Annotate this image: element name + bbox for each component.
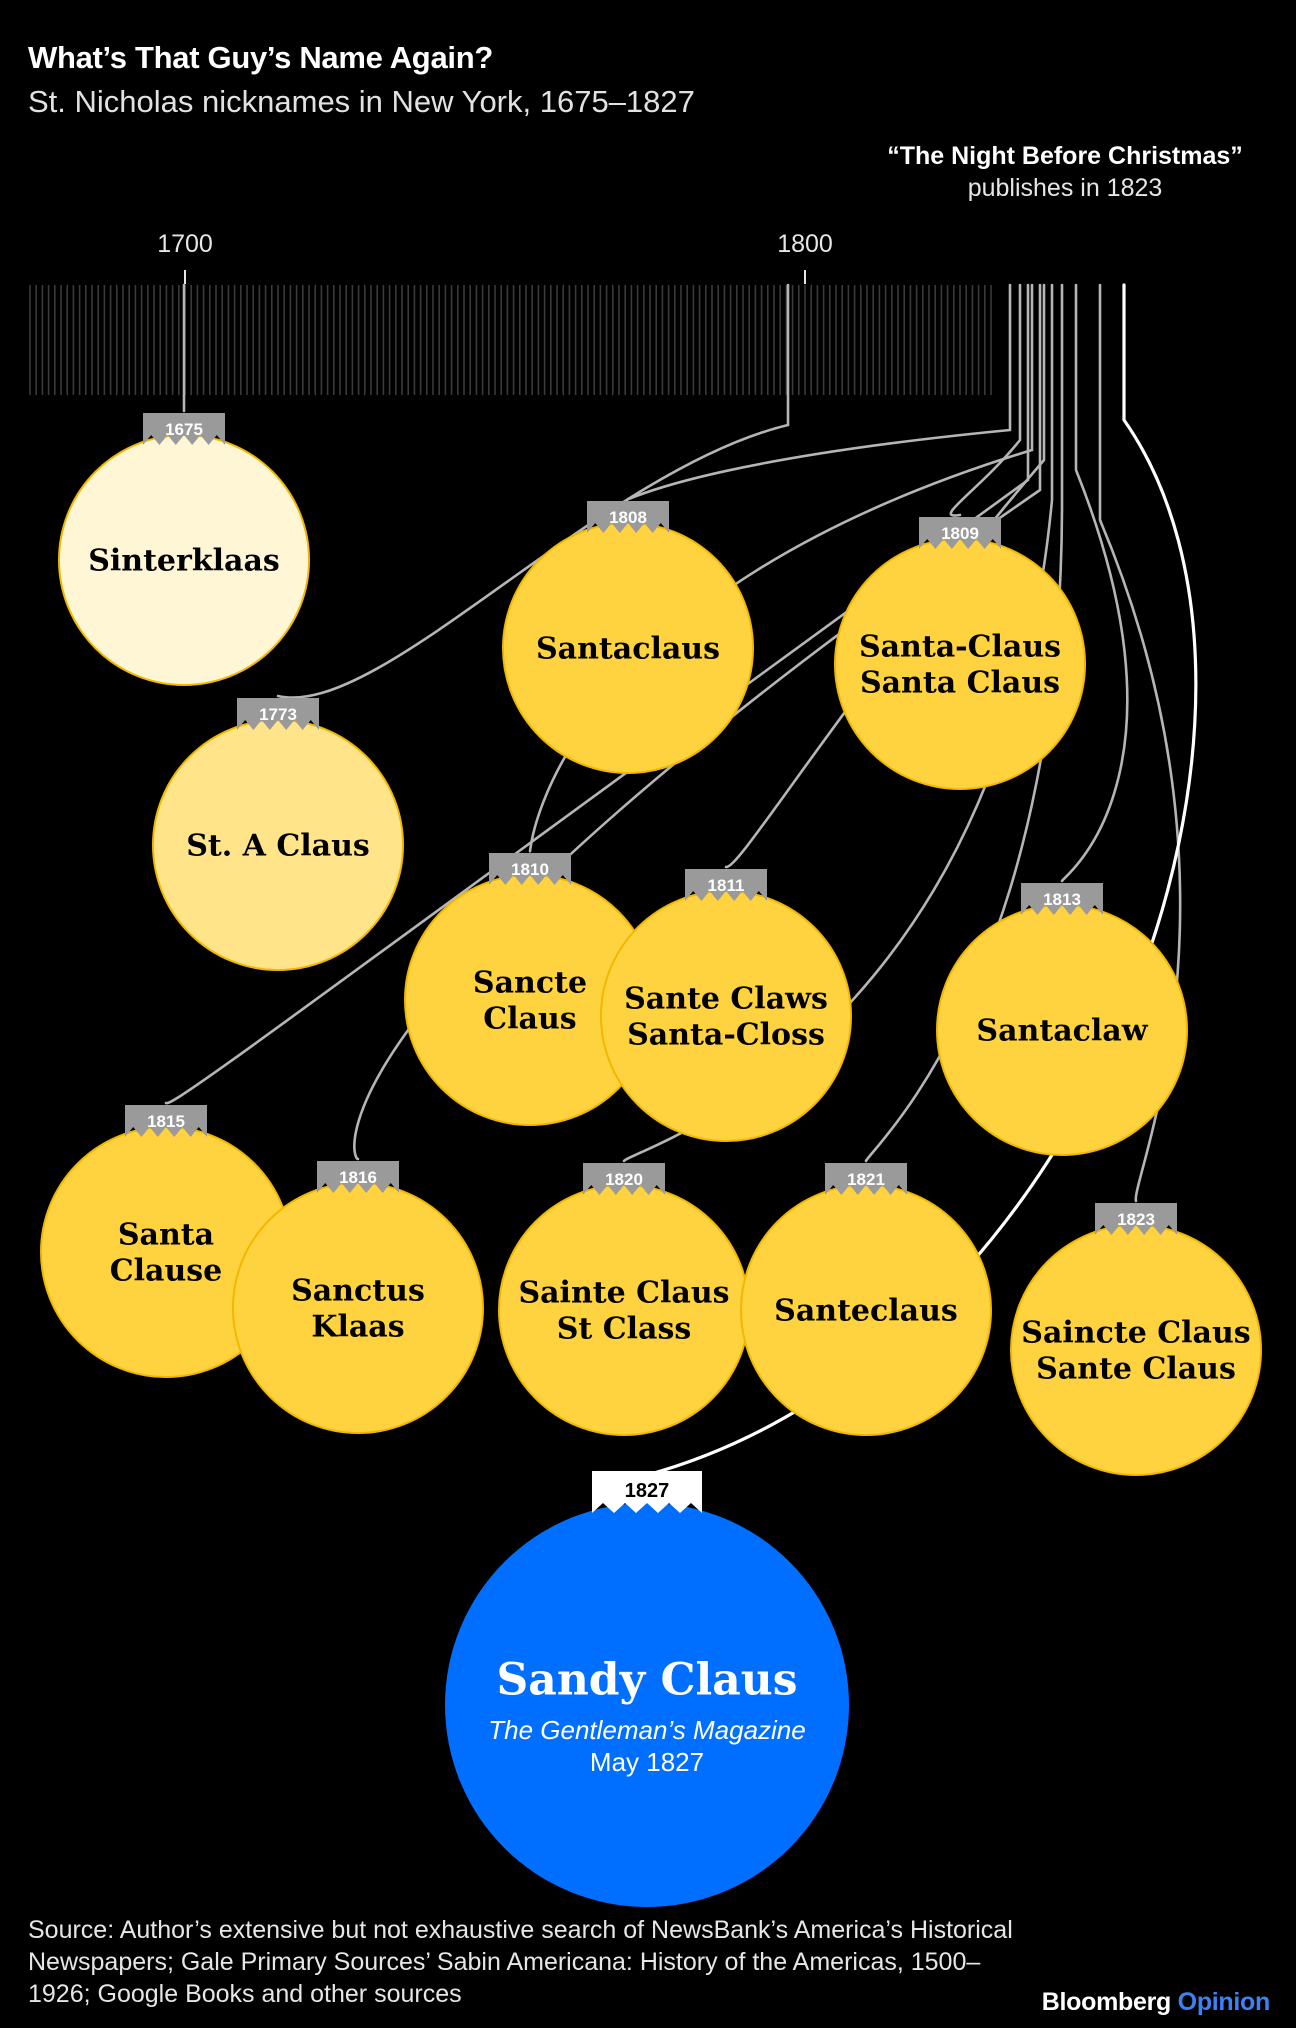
ornament-name-1823-0: Saincte Claus (1021, 1316, 1250, 1351)
ornament-name-1810-0: Sancte (473, 966, 587, 1001)
ornament-year-1827: 1827 (625, 1480, 670, 1502)
ornament-cap-1808 (587, 501, 669, 533)
chart-title: What’s That Guy’s Name Again? (28, 40, 493, 75)
ornament-name-1827-0: Sandy Claus (497, 1654, 798, 1705)
ornament-cap-1813 (1021, 883, 1103, 915)
connector-1773 (276, 283, 790, 699)
ornament-name-1820-0: Sainte Claus (518, 1276, 729, 1311)
ornament-name-1815-0: Santa (118, 1218, 214, 1253)
ornament-cap-1823 (1095, 1203, 1177, 1235)
ornament-name-1773-0: St. A Claus (186, 829, 370, 864)
ornament-year-1821: 1821 (847, 1170, 885, 1189)
ornament-source-date: May 1827 (590, 1747, 704, 1777)
chart-subtitle: St. Nicholas nicknames in New York, 1675… (28, 84, 695, 119)
ornament-cap-1810 (489, 853, 571, 885)
ornament-cap-1820 (583, 1163, 665, 1195)
connector-1813 (1060, 283, 1129, 883)
axis-labels: 1700 1800 (157, 230, 833, 284)
ornament-name-1820-1: St Class (557, 1312, 691, 1347)
ornament-name-1810-1: Claus (483, 1002, 576, 1037)
ornament-name-1808-0: Santaclaus (536, 632, 720, 667)
ornament-year-1816: 1816 (339, 1168, 377, 1187)
ornament-year-1811: 1811 (708, 876, 745, 895)
ornament-year-1773: 1773 (259, 705, 297, 724)
ornament-year-1820: 1820 (605, 1170, 643, 1189)
source-note: Source: Author’s extensive but not exhau… (28, 1916, 1013, 2008)
ornament-name-1811-0: Sante Claws (624, 982, 828, 1017)
ornament-source-title: The Gentleman’s Magazine (488, 1715, 805, 1745)
ornament-name-1823-1: Sante Claus (1036, 1352, 1236, 1387)
ornament-year-1810: 1810 (511, 860, 549, 879)
ornament-cap-1675 (143, 413, 225, 445)
ornament-cap-1821 (825, 1163, 907, 1195)
ornament-name-1815-1: Clause (110, 1254, 223, 1289)
ornament-cap-1827 (592, 1471, 702, 1513)
connector-1815 (164, 283, 1030, 1105)
ornament-name-1816-1: Klaas (311, 1310, 404, 1345)
annotation-line-2: publishes in 1823 (967, 174, 1163, 202)
axis-label-1800: 1800 (777, 230, 833, 258)
axis-label-1700: 1700 (157, 230, 213, 258)
ornament-year-1813: 1813 (1043, 890, 1081, 909)
annotation-line-1: “The Night Before Christmas” (887, 142, 1243, 170)
ornament-name-1809-1: Santa Claus (860, 666, 1060, 701)
ornament-year-1815: 1815 (147, 1112, 185, 1131)
connector-1808 (626, 283, 1012, 501)
ornament-ball-1827 (445, 1503, 849, 1907)
connector-1809 (949, 283, 1022, 517)
ornament-year-1809: 1809 (941, 524, 979, 543)
ornament-year-1808: 1808 (609, 508, 647, 527)
ornament-name-1813-0: Santaclaw (976, 1014, 1148, 1049)
ornament-cap-1816 (317, 1161, 399, 1193)
ornament-year-1823: 1823 (1117, 1210, 1155, 1229)
ornament-cap-1809 (919, 517, 1001, 549)
brand-sub: Opinion (1177, 1988, 1271, 2016)
ornament-cap-1811 (685, 869, 767, 901)
year-tick-strip (29, 285, 992, 395)
ornament-cap-1773 (237, 698, 319, 730)
ornament-name-1675-0: Sinterklaas (88, 544, 280, 579)
ornament-name-1816-0: Sanctus (291, 1274, 425, 1309)
brand-main: Bloomberg (1041, 1988, 1172, 2016)
ornament-year-1675: 1675 (165, 420, 203, 439)
ornament-name-1809-0: Santa-Claus (859, 630, 1061, 665)
ornament-name-1821-0: Santeclaus (774, 1294, 958, 1329)
ornament-name-1811-1: Santa-Closs (627, 1018, 825, 1053)
brand-logo: Bloomberg Opinion (1041, 1988, 1271, 2017)
ornament-cap-1815 (125, 1105, 207, 1137)
night-before-christmas-annotation: “The Night Before Christmas” publishes i… (800, 140, 1296, 204)
